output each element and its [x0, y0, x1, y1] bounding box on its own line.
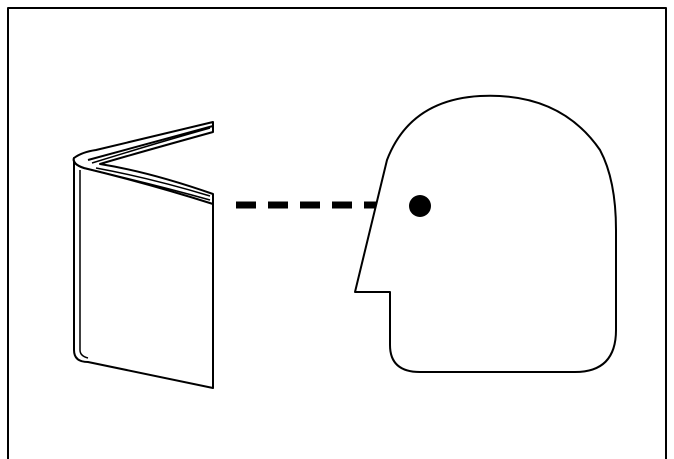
open-book — [74, 122, 213, 388]
eye-dot — [409, 195, 431, 217]
head-profile — [355, 96, 616, 372]
book-page-line — [92, 128, 210, 163]
book-page-line — [88, 126, 213, 160]
